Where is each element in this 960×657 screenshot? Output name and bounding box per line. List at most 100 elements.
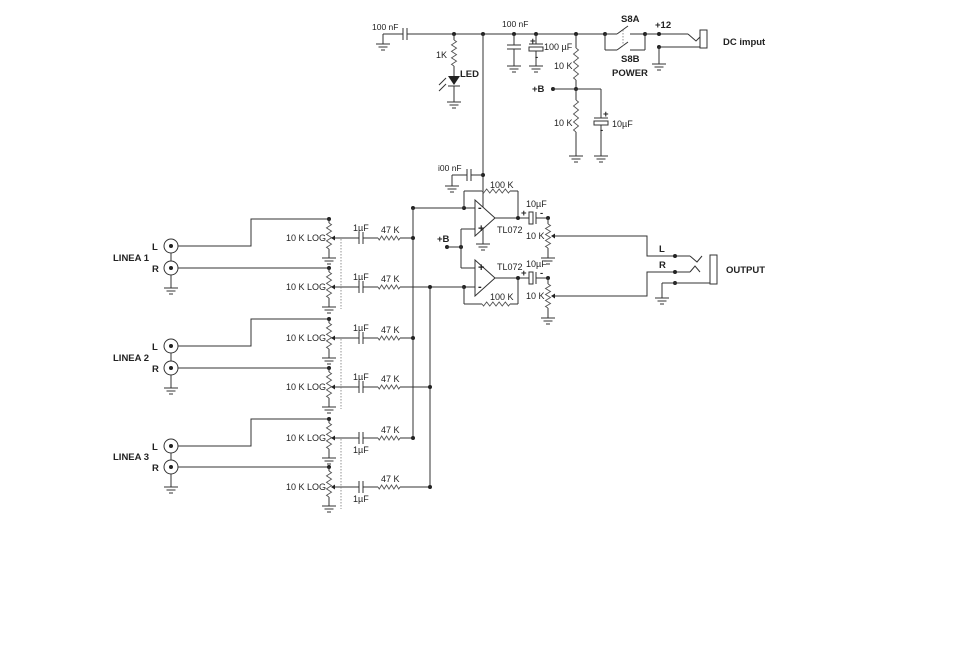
volume-pot-icon: [325, 271, 333, 299]
label: 10 K: [526, 291, 545, 301]
label: S8B: [621, 54, 640, 65]
wire: [555, 271, 690, 297]
label: -: [600, 125, 603, 136]
rca-jack-pin: [169, 366, 173, 370]
wiper-arrow-icon: [551, 233, 555, 239]
label: 47 K: [381, 425, 400, 435]
jack-contact-icon: [687, 33, 701, 42]
rca-jack-pin: [169, 344, 173, 348]
input-resistor-icon: [377, 384, 401, 390]
label: -: [478, 281, 482, 293]
volume-pot-icon: [325, 422, 333, 450]
junction-dot: [411, 236, 415, 240]
label: -: [540, 268, 543, 279]
label: +: [478, 262, 484, 274]
wiper-arrow-icon: [331, 235, 335, 241]
opamp-icon: [474, 198, 496, 238]
junction-dot: [428, 385, 432, 389]
label: +: [478, 223, 484, 235]
label: -: [540, 208, 543, 219]
output-label: OUTPUT: [726, 265, 765, 276]
output-pot-icon: [544, 283, 552, 309]
rca-jack-pin: [169, 244, 173, 248]
junction-dot: [411, 336, 415, 340]
label: 100 nF: [372, 22, 398, 32]
label: +: [530, 36, 536, 47]
label: 47 K: [381, 374, 400, 384]
electrolytic-capacitor-icon: [528, 46, 544, 52]
input-resistor-icon: [377, 435, 401, 441]
label: 10 K LOG: [286, 233, 326, 243]
label: -: [478, 202, 482, 214]
label: 1µF: [353, 272, 369, 282]
dc-jack-icon: [699, 29, 708, 49]
input-label: LINEA 2: [113, 353, 149, 364]
label: 10 K: [554, 61, 573, 71]
label: 1µF: [353, 223, 369, 233]
label: POWER: [612, 68, 648, 79]
plus12-label: +12: [655, 20, 671, 31]
label: 47 K: [381, 274, 400, 284]
volume-pot-icon: [325, 470, 333, 498]
label: L: [659, 244, 665, 255]
label: L: [152, 342, 158, 353]
led-resistor-icon: [450, 39, 458, 67]
label: 47 K: [381, 474, 400, 484]
junction-dot: [673, 254, 677, 258]
label: R: [152, 463, 159, 474]
label: 1µF: [353, 372, 369, 382]
input-resistor-icon: [377, 284, 401, 290]
rca-jack-pin: [169, 444, 173, 448]
junction-dot: [657, 32, 661, 36]
label: S8A: [621, 14, 640, 25]
label: 10 K LOG: [286, 282, 326, 292]
junction-dot: [516, 216, 520, 220]
feedback-resistor-icon: [481, 301, 511, 307]
input-label: LINEA 3: [113, 452, 149, 463]
label: 10 K LOG: [286, 382, 326, 392]
opamp-label: TL072: [497, 225, 523, 235]
label: 1µF: [353, 494, 369, 504]
rca-jack-pin: [169, 266, 173, 270]
label: 10µF: [526, 259, 547, 269]
label: -: [535, 52, 538, 63]
wire: [178, 318, 329, 347]
wiper-arrow-icon: [551, 293, 555, 299]
dc-input-label: DC imput: [723, 37, 766, 48]
junction-dot: [411, 436, 415, 440]
label: 100 K: [490, 180, 514, 190]
input-resistor-icon: [377, 335, 401, 341]
label: +: [603, 109, 609, 120]
wiper-arrow-icon: [331, 335, 335, 341]
label: R: [152, 364, 159, 375]
input-resistor-icon: [377, 484, 401, 490]
junction-dot: [428, 485, 432, 489]
junction-dot: [428, 285, 432, 289]
input-label: LINEA 1: [113, 253, 150, 264]
divider-resistor-top-icon: [572, 47, 580, 81]
label: 1K: [436, 50, 447, 60]
light-arrow-icon: [438, 83, 447, 92]
output-pot-icon: [544, 223, 552, 249]
rca-jack-pin: [169, 465, 173, 469]
label: 1µF: [353, 445, 369, 455]
label: +: [521, 268, 527, 279]
output-capacitor-icon: [528, 211, 534, 225]
light-arrow-icon: [438, 77, 447, 86]
opamp-icon: [474, 258, 496, 298]
label: 100 nF: [502, 19, 528, 29]
wire: [178, 218, 329, 247]
bias-label: +B: [437, 234, 450, 245]
label: LED: [460, 69, 479, 80]
label: 10 K LOG: [286, 333, 326, 343]
junction-dot: [516, 276, 520, 280]
wire: [178, 418, 329, 447]
label: 10µF: [612, 119, 633, 129]
label: 100 K: [490, 292, 514, 302]
volume-pot-icon: [325, 322, 333, 350]
label: 10 K LOG: [286, 482, 326, 492]
switch-a-lever-icon: [616, 25, 629, 35]
wiper-arrow-icon: [331, 284, 335, 290]
wiper-arrow-icon: [331, 484, 335, 490]
label: L: [152, 442, 158, 453]
